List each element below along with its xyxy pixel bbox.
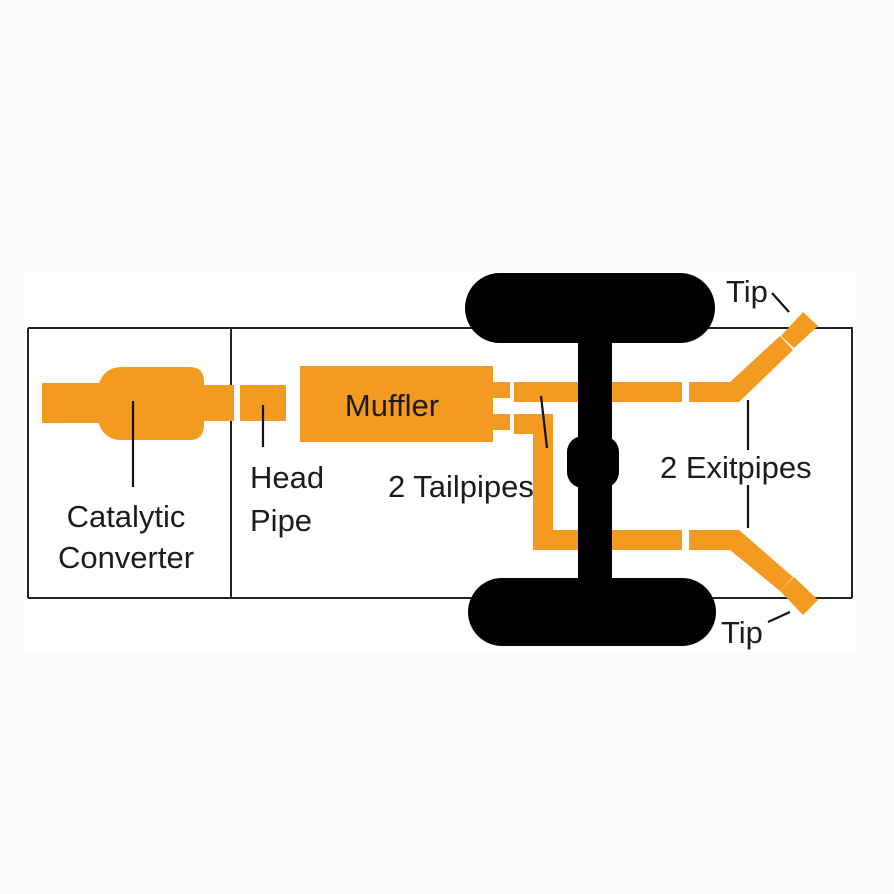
leader-tip-top <box>771 292 790 313</box>
wheel-top <box>465 273 715 343</box>
muffler-shape <box>300 366 493 442</box>
frame-outline <box>27 327 853 599</box>
differential <box>567 436 619 488</box>
muffler-outlet-lower <box>490 414 510 430</box>
tip-upper-shape <box>781 312 818 348</box>
exitpipe-lower <box>689 530 793 591</box>
exhaust-parts <box>42 312 818 615</box>
frame-top-line <box>28 327 853 598</box>
label-exitpipes: 2 Exitpipes <box>660 450 812 485</box>
label-tip-top: Tip <box>726 274 768 309</box>
label-head-pipe-line1: Head <box>250 460 324 495</box>
rear-axle <box>465 273 716 646</box>
leader-tip-bottom <box>767 610 791 624</box>
label-head-pipe-line2: Pipe <box>250 503 312 538</box>
label-tailpipes: 2 Tailpipes <box>388 469 534 504</box>
tailpipe-lower <box>514 414 682 550</box>
exitpipe-upper <box>689 336 793 402</box>
tip-lower-shape <box>780 577 818 615</box>
muffler-outlet-upper <box>490 382 510 398</box>
label-muffler: Muffler <box>345 388 439 423</box>
leader-lines <box>131 292 791 624</box>
inlet-pipe <box>42 383 100 423</box>
wheel-bottom <box>468 578 716 646</box>
label-catalytic-line1: Catalytic <box>67 499 186 534</box>
label-tip-bottom: Tip <box>721 615 763 650</box>
label-catalytic-line2: Converter <box>58 540 194 575</box>
diagram-panel <box>25 272 855 650</box>
catalytic-converter-shape <box>96 367 204 440</box>
cat-outlet-pipe <box>204 385 234 421</box>
leader-tailpipes <box>539 395 549 449</box>
